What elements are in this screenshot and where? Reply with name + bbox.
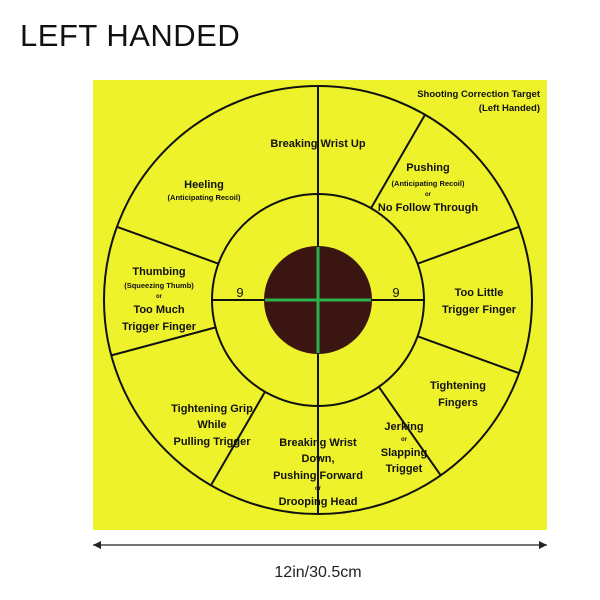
segment-divider-9 — [116, 225, 219, 265]
segment-lower-left-line2: While — [197, 419, 226, 431]
segment-bottom-right-line3: Slapping — [381, 447, 427, 459]
segment-bottom: Breaking Wrist Down, Pushing Forward or … — [273, 437, 363, 508]
segment-left-line5: Trigger Finger — [122, 321, 197, 333]
segment-right-line1: Too Little — [455, 287, 504, 299]
segment-bottom-line3: Pushing Forward — [273, 470, 363, 482]
ring-number-left: 9 — [236, 285, 243, 300]
segment-lower-left: Tightening Grip While Pulling Trigger — [171, 403, 253, 448]
segment-divider-7 — [210, 391, 266, 486]
segment-divider-8 — [111, 326, 216, 357]
segment-bottom-line1: Breaking Wrist — [279, 437, 357, 449]
segment-top: Breaking Wrist Up — [270, 138, 365, 150]
segment-lower-right: Tightening Fingers — [430, 380, 486, 409]
ring-number-right: 9 — [392, 285, 399, 300]
segment-dividers — [111, 86, 520, 514]
dimension-arrow-right — [539, 541, 547, 549]
segment-left-line2: (Squeezing Thumb) — [124, 281, 194, 290]
segment-lower-right-line2: Fingers — [438, 397, 478, 409]
segment-top-label: Breaking Wrist Up — [270, 138, 365, 150]
segment-divider-5 — [377, 386, 442, 476]
segment-top-right: Pushing (Anticipating Recoil) or No Foll… — [378, 162, 478, 214]
dimension-arrow-left — [93, 541, 101, 549]
dimension-label: 12in/30.5cm — [274, 564, 361, 581]
segment-divider-2 — [370, 114, 426, 209]
target-heading: Shooting Correction Target — [417, 89, 541, 100]
target-subheading: (Left Handed) — [479, 103, 540, 114]
segment-divider-4 — [417, 335, 520, 375]
segment-lower-left-line3: Pulling Trigger — [173, 436, 251, 448]
segment-bottom-right-line4: Trigget — [386, 463, 423, 475]
segment-lower-right-line1: Tightening — [430, 380, 486, 392]
segment-left-line4: Too Much — [133, 304, 184, 316]
segment-left: Thumbing (Squeezing Thumb) or Too Much T… — [122, 266, 197, 333]
segment-bottom-right: Jerking or Slapping Trigget — [381, 421, 427, 475]
segment-bottom-line5: Drooping Head — [279, 496, 358, 508]
segment-top-left: Heeling (Anticipating Recoil) — [168, 179, 241, 202]
segment-bottom-line2: Down, — [302, 453, 335, 465]
segment-top-right-line1: Pushing — [406, 162, 449, 174]
segment-left-line3: or — [156, 294, 163, 300]
segment-bottom-right-line2: or — [401, 437, 408, 443]
segment-right: Too Little Trigger Finger — [442, 287, 517, 316]
dimension-marker: 12in/30.5cm — [93, 541, 547, 581]
page-title: LEFT HANDED — [20, 18, 241, 53]
segment-divider-3 — [417, 225, 520, 265]
segment-bottom-line4: or — [315, 486, 322, 492]
segment-top-right-line4: No Follow Through — [378, 202, 478, 214]
segment-left-line1: Thumbing — [132, 266, 185, 278]
segment-top-left-line1: Heeling — [184, 179, 224, 191]
segment-bottom-right-line1: Jerking — [384, 421, 423, 433]
segment-top-left-line2: (Anticipating Recoil) — [168, 193, 241, 202]
segment-lower-left-line1: Tightening Grip — [171, 403, 253, 415]
segment-top-right-line3: or — [425, 192, 432, 198]
segment-top-right-line2: (Anticipating Recoil) — [392, 179, 465, 188]
segment-right-line2: Trigger Finger — [442, 304, 517, 316]
